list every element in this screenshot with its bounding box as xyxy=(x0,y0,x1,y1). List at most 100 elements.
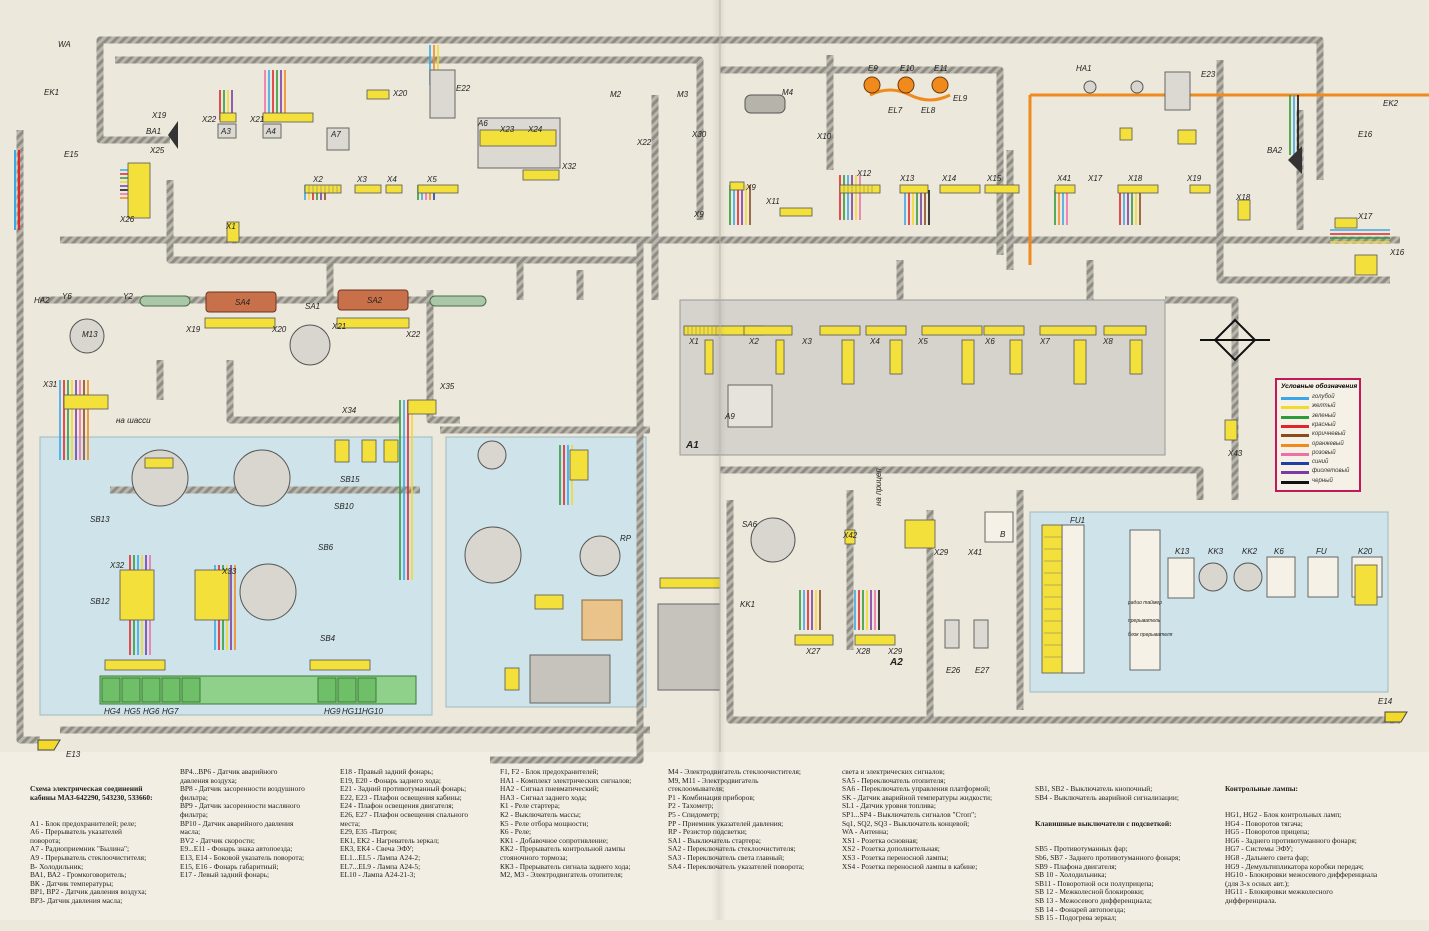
label-x16: X16 xyxy=(1390,248,1405,257)
legend-label: розовый xyxy=(1312,449,1336,456)
label-e16: E16 xyxy=(1358,130,1373,139)
label-x32: X32 xyxy=(562,162,577,171)
legend-item: розовый xyxy=(1281,450,1357,458)
label-x29-b: X29 xyxy=(934,548,949,557)
label-x30: X30 xyxy=(692,130,707,139)
label-sa1: SA1 xyxy=(305,302,321,311)
label-ba1: BA1 xyxy=(146,127,162,136)
pin-marks xyxy=(308,185,1062,658)
caption-col-7-b: SB5 - Противотуманных фар; Sb6, SB7 - За… xyxy=(1035,844,1181,923)
caption-title: Схема электрическая соединений кабины МА… xyxy=(30,784,153,802)
caption-col-8: Контрольные лампы: HG1, HG2 - Блок контр… xyxy=(1225,768,1377,914)
label-x21: X21 xyxy=(250,115,265,124)
legend-item: оранжевый xyxy=(1281,441,1357,449)
label-e22: E22 xyxy=(456,84,471,93)
caption-col-7-a: SB1, SB2 - Выключатель кнопочный; SB4 - … xyxy=(1035,784,1179,802)
fuse-block-a1 xyxy=(679,299,1166,456)
legend-label: синий xyxy=(1312,459,1329,466)
label-x19-a: X19 xyxy=(152,111,167,120)
label-e9: E9 xyxy=(868,64,878,73)
label-x20-b: X20 xyxy=(272,325,287,334)
label-x23: X23 xyxy=(500,125,515,134)
legend-label: коричневый xyxy=(1312,431,1346,438)
label-x43: X43 xyxy=(1228,449,1243,458)
label-interrupter: прерыватель xyxy=(1128,618,1161,624)
label-a3: A3 xyxy=(221,127,231,136)
label-k13: K13 xyxy=(1175,547,1190,556)
label-x29: X29 xyxy=(888,647,903,656)
label-kk1: KK1 xyxy=(740,600,756,609)
label-x19-b: X19 xyxy=(1187,174,1202,183)
label-panel-x4: X4 xyxy=(870,337,880,346)
label-panel-x3: X3 xyxy=(802,337,812,346)
label-fu1: FU1 xyxy=(1070,516,1086,525)
label-b: B xyxy=(1000,530,1006,539)
label-x20: X20 xyxy=(393,89,408,98)
label-hg7: HG7 xyxy=(162,707,179,716)
label-m2: M2 xyxy=(610,90,622,99)
label-trailer: на прицеп xyxy=(874,468,883,506)
legend-label: зеленый xyxy=(1312,412,1336,419)
label-sb13: SB13 xyxy=(90,515,110,524)
caption-col-8-title: Контрольные лампы: xyxy=(1225,784,1298,794)
label-panel-x2: X2 xyxy=(749,337,759,346)
label-sb4: SB4 xyxy=(320,634,336,643)
legend-item: черный xyxy=(1281,478,1357,486)
label-e26: E26 xyxy=(946,666,961,675)
label-x13: X13 xyxy=(900,174,915,183)
label-sa6: SA6 xyxy=(742,520,758,529)
label-ha1: HA1 xyxy=(1076,64,1092,73)
legend-label: желтый xyxy=(1312,403,1336,410)
label-sb6: SB6 xyxy=(318,543,334,552)
label-panel-x8: X8 xyxy=(1103,337,1113,346)
wiper-motor xyxy=(744,94,786,114)
marker-lamps xyxy=(863,76,949,94)
component-symbols xyxy=(69,80,1263,621)
label-ek2: EK2 xyxy=(1383,99,1399,108)
label-x34: X34 xyxy=(342,406,357,415)
label-x15: X15 xyxy=(987,174,1002,183)
label-hg6: HG6 xyxy=(143,707,160,716)
legend-item: коричневый xyxy=(1281,431,1357,439)
legend-item: желтый xyxy=(1281,403,1357,411)
caption-col-1: Схема электрическая соединений кабины МА… xyxy=(30,768,153,914)
label-hg9: HG9 xyxy=(324,707,341,716)
legend-item: голубой xyxy=(1281,394,1357,402)
label-x35: X35 xyxy=(440,382,455,391)
label-x12: X12 xyxy=(857,169,872,178)
label-x33: X33 xyxy=(222,567,237,576)
legend-swatch xyxy=(1281,424,1309,428)
legend-swatch xyxy=(1281,480,1309,484)
label-x31: X31 xyxy=(43,380,58,389)
page-fold xyxy=(712,0,726,920)
label-x5: X5 xyxy=(427,175,437,184)
label-x3: X3 xyxy=(357,175,367,184)
label-x1: X1 xyxy=(226,222,236,231)
legend-swatch xyxy=(1281,462,1309,466)
caption-col-1-text: А1 - Блок предохранителей; реле; А6 - Пр… xyxy=(30,818,147,905)
label-e13: E13 xyxy=(66,750,81,759)
label-x28: X28 xyxy=(856,647,871,656)
label-x18-b: X18 xyxy=(1128,174,1143,183)
label-el8: EL8 xyxy=(921,106,936,115)
caption-col-5: М4 - Электродвигатель стеклоочистителя; … xyxy=(668,767,805,871)
label-e27: E27 xyxy=(975,666,990,675)
legend-swatch xyxy=(1281,434,1309,438)
label-x19-c: X19 xyxy=(186,325,201,334)
label-sa4: SA4 xyxy=(235,298,251,307)
legend-title: Условные обозначения xyxy=(1281,383,1358,390)
label-hg11: HG11 xyxy=(342,707,363,716)
label-x10: X10 xyxy=(817,132,832,141)
label-kk2: KK2 xyxy=(1242,547,1258,556)
caption-col-7-title: Клавишные выключатели с подсветкой: xyxy=(1035,818,1172,828)
legend-item: зеленый xyxy=(1281,413,1357,421)
label-panel-x6: X6 xyxy=(985,337,995,346)
label-radio-timer: радио таймер xyxy=(1128,600,1162,606)
label-x27: X27 xyxy=(806,647,821,656)
label-chassis: на шасси xyxy=(116,416,151,425)
label-el9: EL9 xyxy=(953,94,968,103)
caption-col-8-text: HG1, HG2 - Блок контрольных ламп; HG4 - … xyxy=(1225,809,1378,905)
legend-swatch xyxy=(1281,397,1309,400)
label-e11: E11 xyxy=(934,64,948,73)
